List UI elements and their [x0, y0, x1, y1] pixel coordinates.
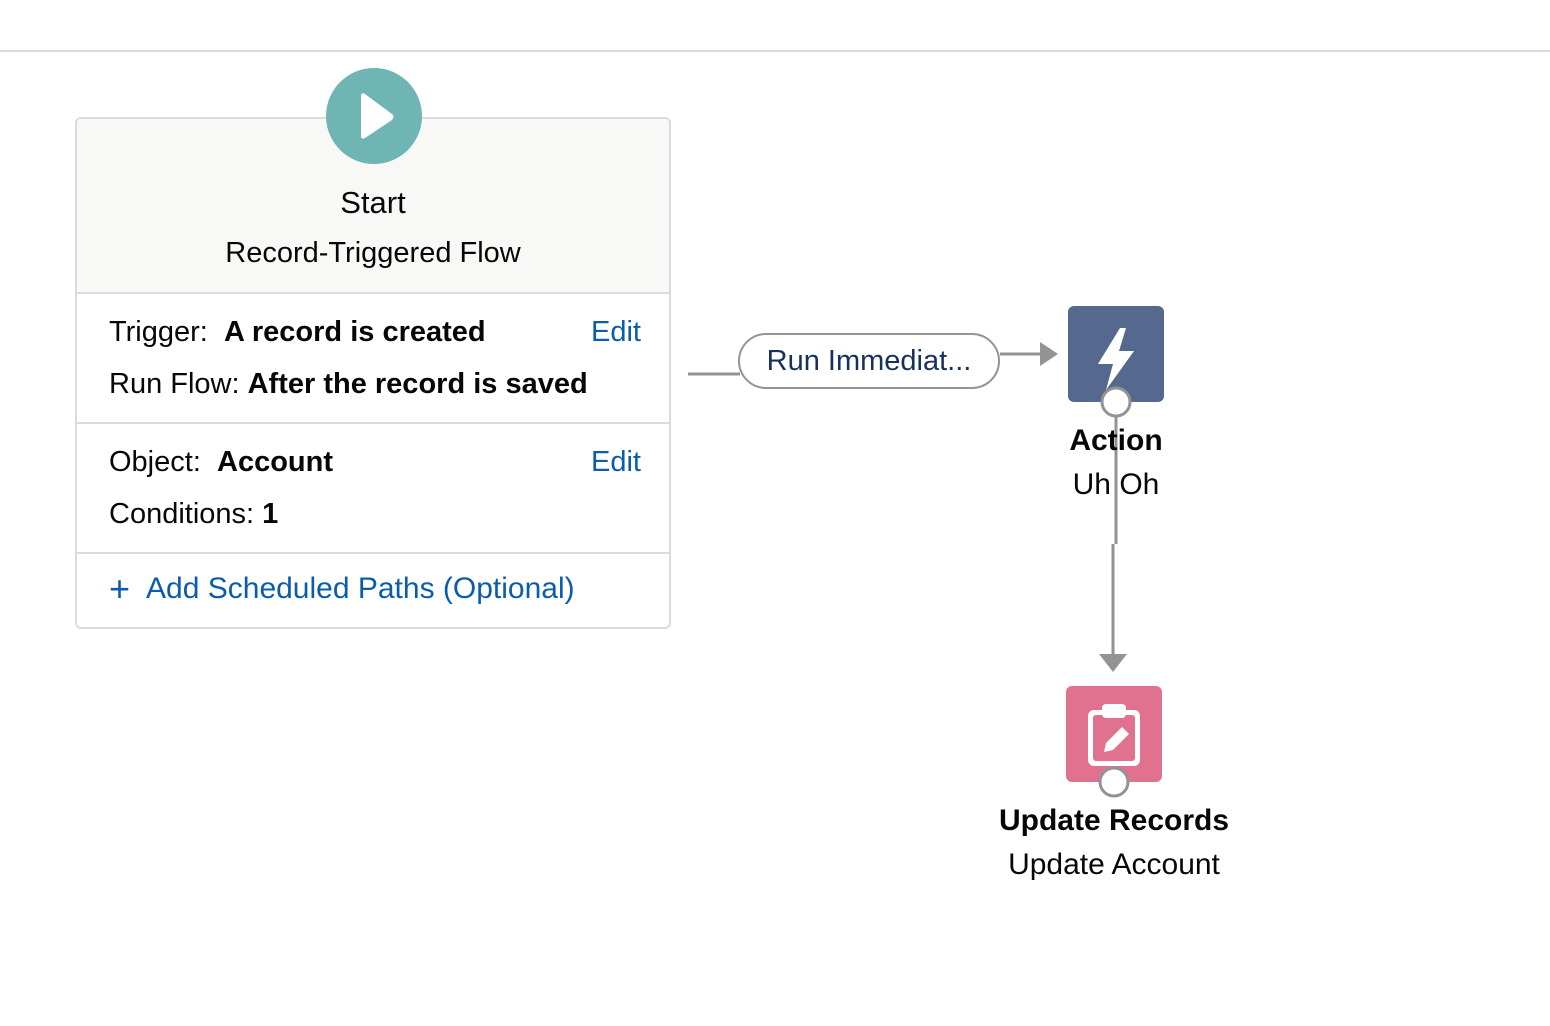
play-glyph	[361, 93, 394, 139]
plus-icon: +	[109, 568, 131, 609]
add-scheduled-paths-link[interactable]: + Add Scheduled Paths (Optional)	[109, 568, 575, 609]
object-section: Object: Account Edit Conditions: 1	[77, 424, 669, 554]
start-header: Start Record-Triggered Flow	[77, 119, 669, 294]
play-icon[interactable]	[326, 68, 422, 164]
update-records-node[interactable]	[1066, 686, 1162, 782]
edit-trigger-link[interactable]: Edit	[591, 316, 641, 348]
conditions-label: Conditions:	[109, 498, 255, 530]
scheduled-paths-section: + Add Scheduled Paths (Optional)	[77, 554, 669, 627]
clipboard-edit-icon	[1088, 704, 1140, 766]
lightning-bolt-icon	[1098, 328, 1134, 390]
add-scheduled-paths-label: Add Scheduled Paths (Optional)	[146, 572, 575, 605]
trigger-value: A record is created	[223, 316, 486, 348]
action-node[interactable]	[1068, 306, 1164, 402]
start-subtitle: Record-Triggered Flow	[225, 237, 521, 269]
start-title: Start	[340, 185, 406, 220]
run-flow-value: After the record is saved	[247, 368, 588, 400]
object-label: Object:	[109, 446, 201, 478]
conditions-value: 1	[262, 498, 279, 530]
trigger-section: Trigger: A record is created Edit Run Fl…	[77, 294, 669, 424]
action-arrowhead	[1040, 342, 1058, 366]
run-flow-row: Run Flow: After the record is saved	[109, 368, 588, 401]
trigger-row: Trigger: A record is created	[109, 316, 486, 349]
update-name-label: Update Account	[1008, 848, 1220, 881]
update-connector-handle[interactable]	[1096, 764, 1132, 800]
trigger-label: Trigger:	[109, 316, 208, 348]
object-value: Account	[217, 446, 333, 478]
object-row: Object: Account	[109, 446, 333, 479]
edit-object-link[interactable]: Edit	[591, 446, 641, 478]
run-immediately-connector-label[interactable]: Run Immediat...	[738, 333, 1000, 389]
update-type-label: Update Records	[998, 804, 1230, 837]
start-element-card[interactable]: Start Record-Triggered Flow Trigger: A r…	[75, 117, 671, 629]
action-name-label: Uh Oh	[1072, 468, 1160, 501]
header-divider	[0, 50, 1550, 52]
action-connector-handle[interactable]	[1098, 384, 1134, 420]
update-arrowhead	[1099, 654, 1127, 672]
action-type-label: Action	[1069, 424, 1163, 457]
run-flow-label: Run Flow:	[109, 368, 240, 400]
conditions-row: Conditions: 1	[109, 498, 278, 531]
